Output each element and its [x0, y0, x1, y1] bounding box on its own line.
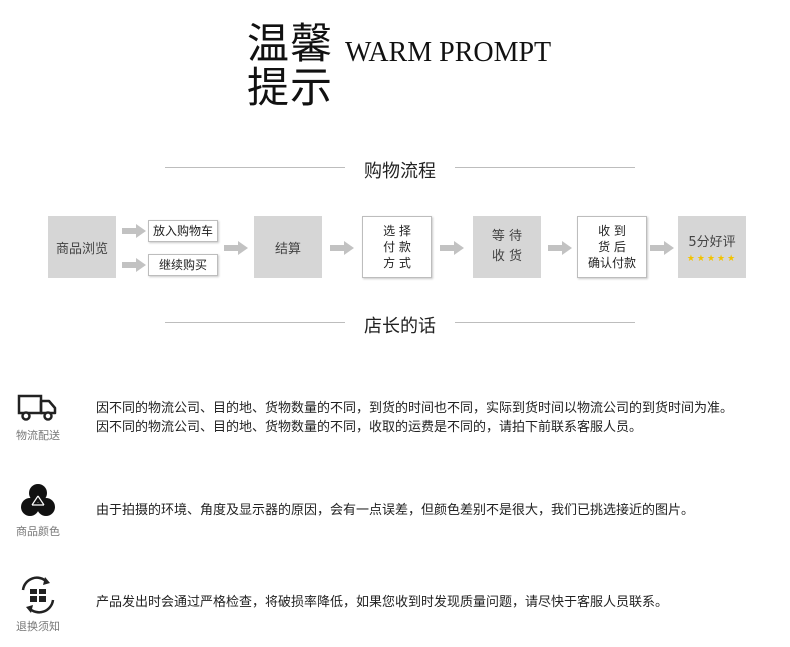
truck-icon — [17, 394, 57, 421]
arrow-icon — [122, 224, 146, 238]
step-browse: 商品浏览 — [48, 216, 116, 278]
note-exchange-label: 退换须知 — [16, 620, 60, 633]
exchange-icon — [21, 576, 55, 614]
note-exchange: 退换须知 — [13, 576, 63, 634]
note-logistics-line: 因不同的物流公司、目的地、货物数量的不同，到货的时间也不同，实际到货时间以物流公… — [96, 401, 734, 416]
step-review-label: 5分好评 — [688, 234, 736, 250]
step-payment-line: 选 择 — [383, 224, 411, 238]
note-color: 商品颜色 — [13, 483, 63, 539]
title-line1: 温馨 — [247, 19, 334, 68]
step-payment-line: 付 款 — [383, 240, 411, 254]
step-confirm: 收 到 货 后 确认付款 — [577, 216, 647, 278]
arrow-icon — [122, 258, 146, 272]
note-color-label: 商品颜色 — [16, 525, 60, 538]
step-add-cart-label: 放入购物车 — [152, 224, 213, 238]
notes-heading: 店长的话 — [364, 316, 436, 337]
step-continue: 继续购买 — [148, 254, 218, 276]
title-line2: 提示 — [247, 63, 334, 112]
note-logistics-line: 因不同的物流公司、目的地、货物数量的不同，收取的运费是不同的，请拍下前联系客服人… — [96, 420, 643, 435]
step-confirm-line: 确认付款 — [587, 256, 636, 270]
step-add-cart: 放入购物车 — [148, 220, 218, 242]
step-browse-label: 商品浏览 — [55, 241, 108, 257]
step-checkout-label: 结算 — [274, 241, 301, 257]
color-circles-icon — [21, 484, 55, 516]
flow-heading-line-right — [455, 167, 635, 168]
note-color-line: 由于拍摄的环境、角度及显示器的原因，会有一点误差，但颜色差别不是很大，我们已挑选… — [96, 503, 695, 518]
arrow-icon — [548, 241, 572, 255]
notes-heading-line-left — [165, 322, 345, 323]
note-exchange-line: 产品发出时会通过严格检查，将破损率降低，如果您收到时发现质量问题，请尽快于客服人… — [96, 595, 669, 610]
step-confirm-line: 收 到 — [598, 224, 626, 238]
step-wait-line: 等 待 — [491, 229, 523, 244]
step-payment-line: 方 式 — [383, 256, 411, 270]
arrow-icon — [330, 241, 354, 255]
flow-heading-line-left — [165, 167, 345, 168]
note-logistics: 物流配送 — [13, 393, 63, 443]
step-wait: 等 待 收 货 — [473, 216, 541, 278]
step-continue-label: 继续购买 — [158, 258, 207, 272]
step-confirm-line: 货 后 — [598, 240, 626, 254]
arrow-icon — [224, 241, 248, 255]
title-english: WARM PROMPT — [345, 37, 552, 68]
step-checkout: 结算 — [254, 216, 322, 278]
arrow-icon — [650, 241, 674, 255]
note-logistics-label: 物流配送 — [16, 429, 60, 442]
notes-heading-line-right — [455, 322, 635, 323]
arrow-icon — [440, 241, 464, 255]
star-rating-icon: ★★★★★ — [686, 253, 738, 264]
step-review: 5分好评 ★★★★★ — [678, 216, 746, 278]
flow-heading: 购物流程 — [364, 161, 436, 182]
step-payment: 选 择 付 款 方 式 — [362, 216, 432, 278]
step-wait-line: 收 货 — [491, 249, 523, 264]
